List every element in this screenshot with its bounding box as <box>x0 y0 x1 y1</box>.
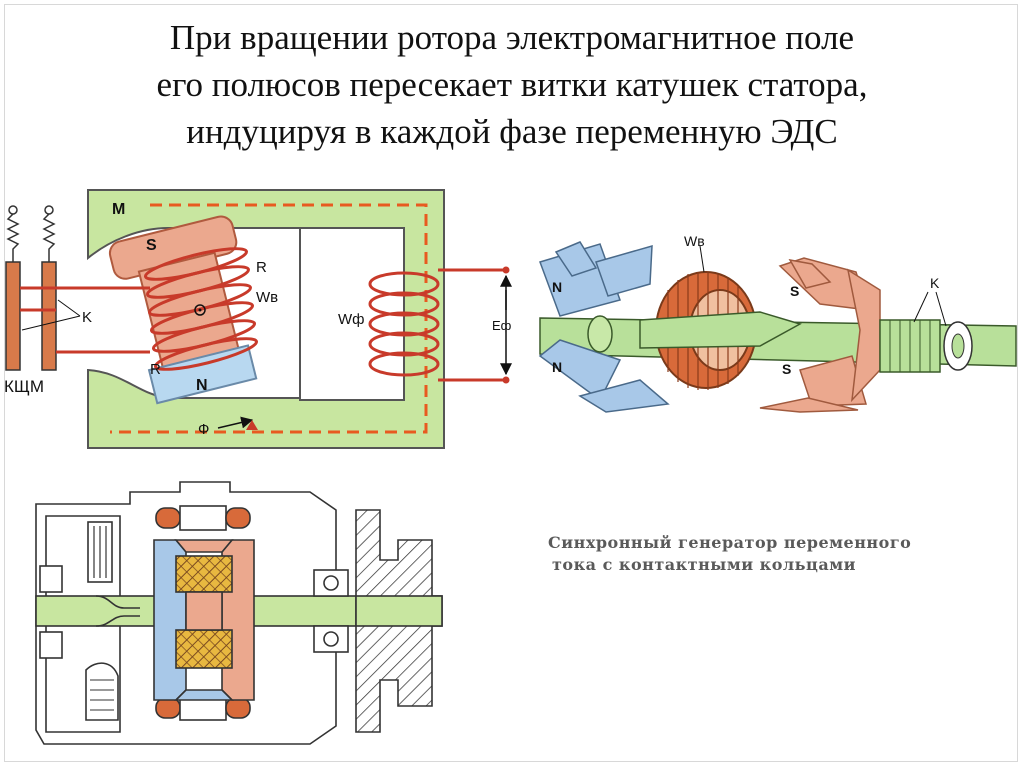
emf-label: Eф <box>492 318 512 333</box>
claw-pole-n <box>538 241 670 413</box>
slip-ring-2 <box>41 261 57 371</box>
title-line-3: индуцируя в каждой фазе переменную ЭДС <box>186 112 838 151</box>
flux-label: Ф <box>198 421 209 438</box>
brush-springs <box>6 205 56 262</box>
rotor-leads <box>20 286 150 354</box>
generator-cross-section <box>35 481 443 745</box>
slide-title: При вращении ротора электромагнитное пол… <box>40 14 984 155</box>
slide-frame <box>4 4 1018 762</box>
housing <box>35 481 337 745</box>
phase-winding-label: Wф <box>338 311 365 328</box>
figure-caption: Синхронный генератор переменного тока с … <box>548 532 988 576</box>
title-line-1: При вращении ротора электромагнитное пол… <box>169 18 855 57</box>
pole-s-label: S <box>146 237 157 254</box>
caption-line-2: тока с контактными кольцами <box>552 555 856 574</box>
claw-n-label-top: N <box>552 279 562 295</box>
slip-ring-1 <box>5 261 21 371</box>
phase-coil <box>368 268 506 382</box>
section-field-coil <box>175 555 233 593</box>
claw-s-label-bottom: S <box>782 361 791 377</box>
rotor-axis <box>194 304 206 316</box>
generator-schematic: М S N R Wв R Ф <box>4 189 512 449</box>
flux-path <box>110 203 428 434</box>
rotor-winding-label: Wв <box>684 233 705 249</box>
slip-ring-label: КЩМ <box>4 377 44 396</box>
rotor-winding-label-top: R <box>256 259 267 276</box>
claw-s-label-top: S <box>790 283 799 299</box>
exploded-rotor: N N Wв S S <box>538 233 1017 413</box>
rotor-brush-label: K <box>930 275 940 291</box>
title-line-2: его полюсов пересекает витки катушек ста… <box>156 65 868 104</box>
yoke-label: М <box>112 201 125 218</box>
rotor-pole-s <box>108 215 258 405</box>
brush-label: K <box>82 309 92 326</box>
excitation-winding-label: Wв <box>256 289 278 306</box>
rotor-winding-label-bottom: R <box>150 361 161 378</box>
claw-n-label-bottom: N <box>552 359 562 375</box>
caption-line-1: Синхронный генератор переменного <box>548 533 912 552</box>
pole-n-label: N <box>196 377 208 394</box>
claw-pole-s <box>759 257 881 413</box>
